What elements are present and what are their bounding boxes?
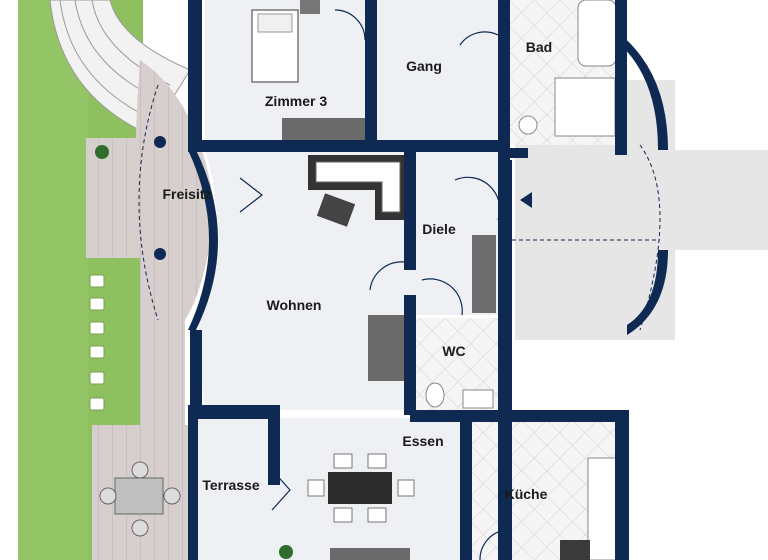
room-label-gang: Gang <box>406 58 442 74</box>
furniture <box>99 0 619 560</box>
room-label-wohnen: Wohnen <box>266 297 322 313</box>
door-swings <box>239 9 506 560</box>
room-label-kueche: Küche <box>504 486 548 502</box>
room-label-terrasse: Terrasse <box>202 477 260 493</box>
room-label-freisitz: Freisitz <box>162 186 212 202</box>
dashed-lines <box>416 144 661 331</box>
entrance-path <box>515 80 768 340</box>
room-label-bad: Bad <box>525 39 553 55</box>
plant-icons <box>95 145 293 559</box>
room-label-diele: Diele <box>422 221 456 237</box>
room-label-essen: Essen <box>402 433 444 449</box>
stepping-stones <box>89 274 105 411</box>
room-label-wc: WC <box>442 343 466 359</box>
room-label-zimmer3: Zimmer 3 <box>264 93 328 109</box>
entrance-arrow <box>520 192 532 208</box>
walls <box>188 0 668 560</box>
